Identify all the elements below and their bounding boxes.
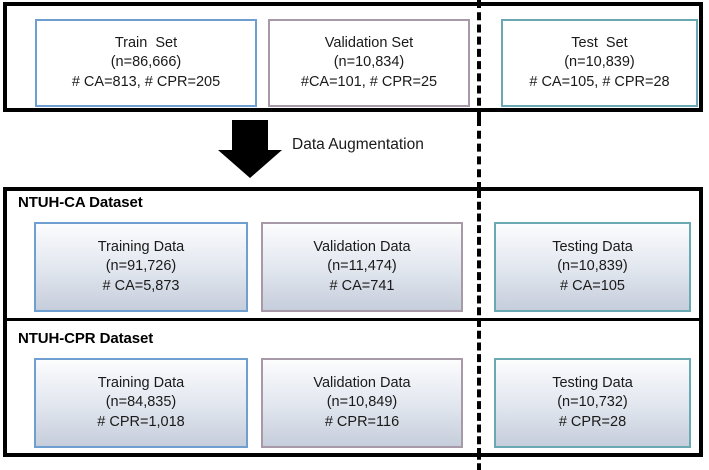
data-augmentation-label: Data Augmentation — [292, 136, 424, 153]
box-line: Training Data — [97, 375, 185, 392]
box-cpr-training-data: Training Data (n=84,835) # CPR=1,018 — [34, 358, 248, 448]
box-ca-training-data: Training Data (n=91,726) # CA=5,873 — [34, 222, 248, 312]
box-line: # CPR=1,018 — [97, 413, 185, 430]
box-line: # CA=105, # CPR=28 — [529, 73, 670, 90]
box-line: # CA=741 — [329, 277, 395, 294]
original-split-frame: Train Set (n=86,666) # CA=813, # CPR=205… — [3, 2, 703, 112]
section-title-ntuh-cpr: NTUH-CPR Dataset — [18, 330, 154, 347]
box-line: Test Set — [571, 35, 628, 52]
box-line: Validation Data — [313, 375, 411, 392]
box-line: Validation Data — [313, 239, 411, 256]
box-train-set: Train Set (n=86,666) # CA=813, # CPR=205 — [35, 19, 257, 107]
box-line: (n=10,732) — [557, 394, 628, 411]
box-line: Validation Set — [324, 35, 414, 52]
box-line: (n=10,849) — [326, 394, 398, 411]
box-line: (n=10,839) — [557, 258, 628, 275]
box-validation-set: Validation Set (n=10,834) #CA=101, # CPR… — [268, 19, 470, 107]
box-line: # CA=813, # CPR=205 — [71, 73, 221, 90]
box-line: Training Data — [97, 239, 185, 256]
box-line: (n=10,834) — [333, 54, 405, 71]
box-test-set: Test Set (n=10,839) # CA=105, # CPR=28 — [501, 19, 698, 107]
vertical-dashed-divider — [477, 118, 481, 190]
box-line: Train Set — [114, 35, 178, 52]
box-line: (n=11,474) — [327, 258, 397, 275]
box-line: (n=84,835) — [105, 394, 177, 411]
box-cpr-validation-data: Validation Data (n=10,849) # CPR=116 — [261, 358, 463, 448]
box-ca-testing-data: Testing Data (n=10,839) # CA=105 — [494, 222, 691, 312]
box-line: #CA=101, # CPR=25 — [300, 73, 438, 90]
box-line: Testing Data — [552, 375, 633, 392]
box-line: # CPR=28 — [558, 413, 627, 430]
box-ca-validation-data: Validation Data (n=11,474) # CA=741 — [261, 222, 463, 312]
box-line: # CA=105 — [560, 277, 625, 294]
box-line: (n=91,726) — [105, 258, 177, 275]
box-line: # CA=5,873 — [102, 277, 180, 294]
vertical-dashed-divider — [477, 190, 481, 456]
down-arrow-icon — [218, 120, 282, 178]
box-line: (n=10,839) — [564, 54, 635, 71]
box-line: (n=86,666) — [110, 54, 182, 71]
section-title-ntuh-ca: NTUH-CA Dataset — [18, 194, 143, 211]
row-divider — [7, 318, 699, 321]
box-line: # CPR=116 — [324, 413, 400, 430]
vertical-dashed-divider — [477, 0, 481, 118]
box-cpr-testing-data: Testing Data (n=10,732) # CPR=28 — [494, 358, 691, 448]
box-line: Testing Data — [552, 239, 633, 256]
vertical-dashed-divider — [477, 453, 481, 470]
